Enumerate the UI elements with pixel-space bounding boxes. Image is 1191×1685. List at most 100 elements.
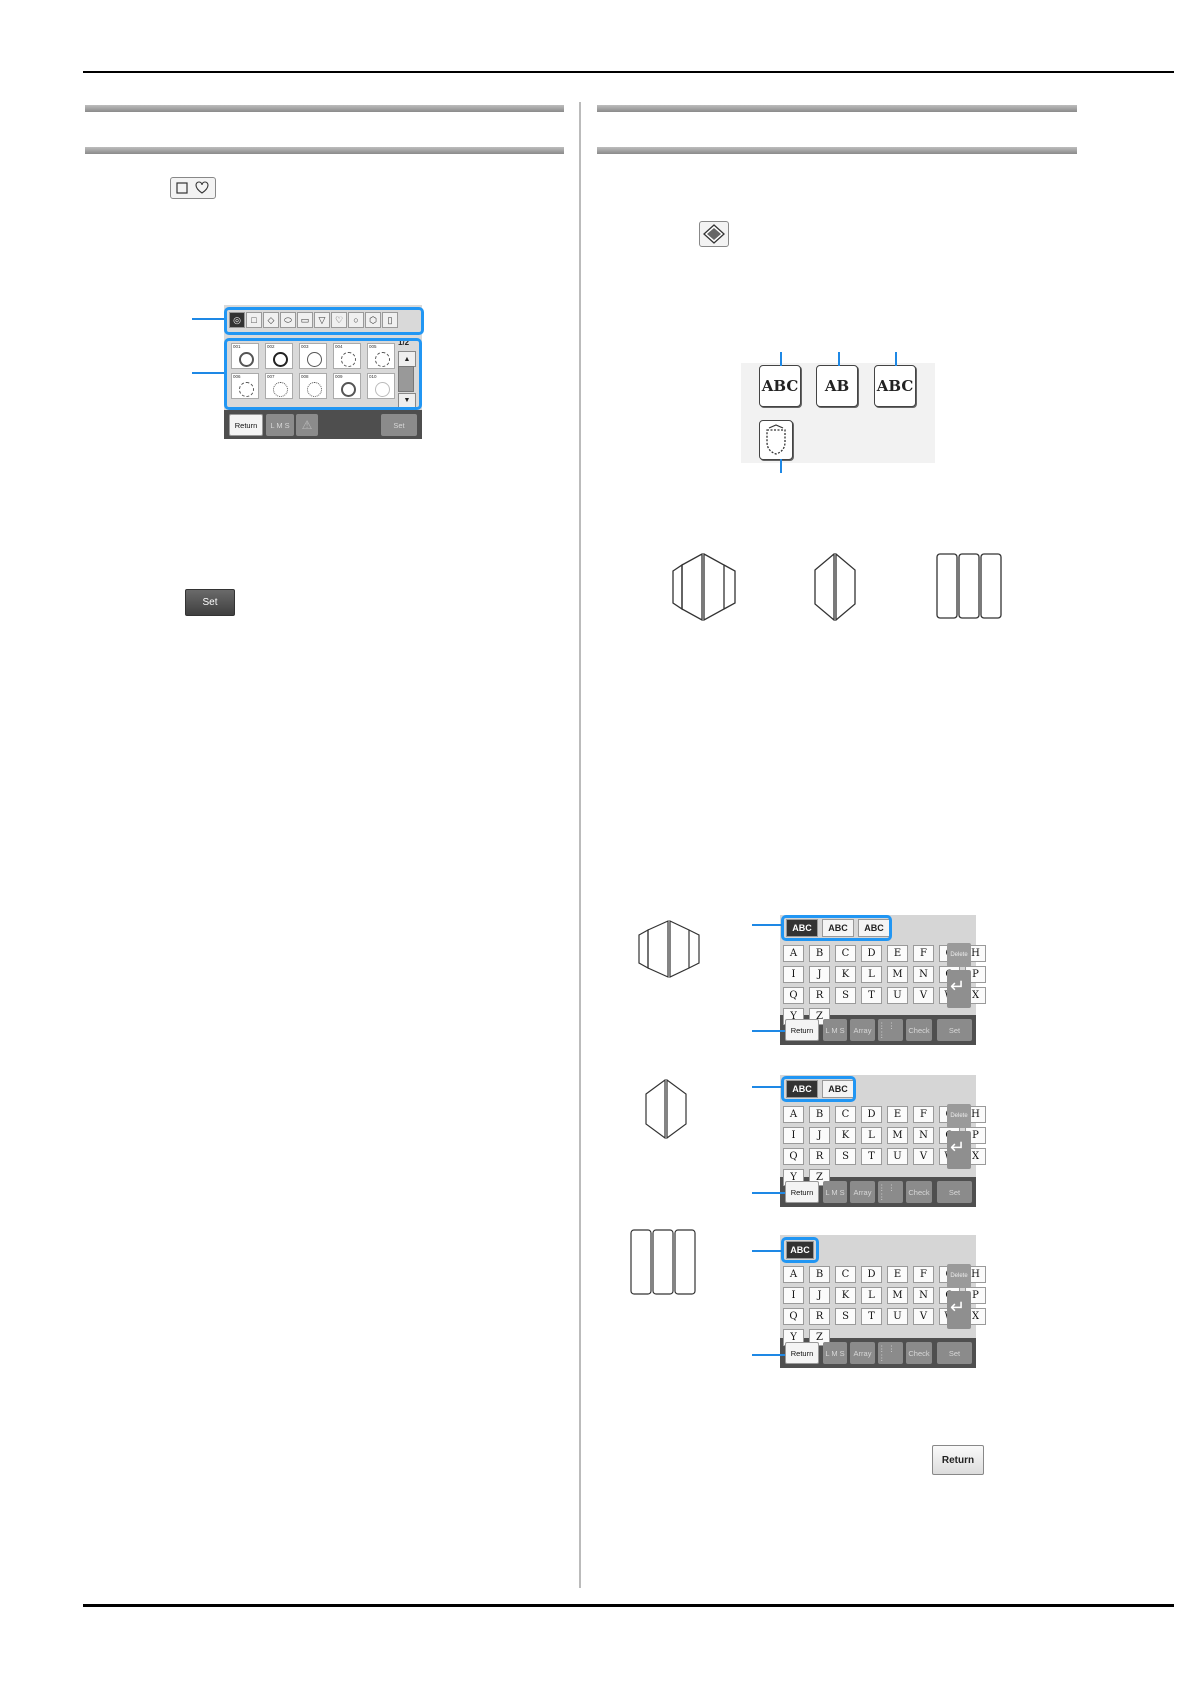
letter-key[interactable]: C: [835, 945, 856, 962]
circle-thin-frame-icon[interactable]: ○: [348, 312, 364, 328]
shield-frame-icon[interactable]: ▽: [314, 312, 330, 328]
letter-key[interactable]: D: [861, 1106, 882, 1123]
frame-tile[interactable]: 002: [265, 343, 293, 369]
letter-key[interactable]: D: [861, 945, 882, 962]
set-key-icon[interactable]: Set: [185, 589, 235, 616]
letter-key[interactable]: S: [835, 987, 856, 1004]
letter-key[interactable]: S: [835, 1148, 856, 1165]
check-button[interactable]: Check: [906, 1019, 932, 1041]
letter-key[interactable]: B: [809, 1106, 830, 1123]
monogram-block-three[interactable]: ABC: [874, 365, 916, 407]
letter-key[interactable]: F: [913, 945, 934, 962]
letter-key[interactable]: A: [783, 1266, 804, 1283]
enter-button[interactable]: ↵: [947, 970, 971, 1008]
letter-key[interactable]: U: [887, 1148, 908, 1165]
return-button[interactable]: Return: [785, 1342, 819, 1364]
monogram-key-icon[interactable]: [699, 221, 729, 247]
letter-key[interactable]: V: [913, 987, 934, 1004]
font-tab[interactable]: ABC: [786, 1241, 814, 1259]
letter-key[interactable]: C: [835, 1106, 856, 1123]
letter-key[interactable]: L: [861, 1127, 882, 1144]
rectangle-frame-icon[interactable]: ▭: [297, 312, 313, 328]
check-button[interactable]: Check: [906, 1342, 932, 1364]
font-tab[interactable]: ABC: [786, 919, 818, 937]
letter-key[interactable]: Q: [783, 1148, 804, 1165]
letter-key[interactable]: V: [913, 1308, 934, 1325]
delete-button[interactable]: Delete: [947, 1264, 971, 1288]
lms-button[interactable]: L M S: [823, 1342, 847, 1364]
letter-key[interactable]: Z: [809, 1329, 830, 1346]
frame-tile[interactable]: 005: [367, 343, 395, 369]
letter-key[interactable]: T: [861, 1308, 882, 1325]
letter-key[interactable]: F: [913, 1106, 934, 1123]
set-button[interactable]: Set: [381, 414, 417, 436]
heart-frame-icon[interactable]: ♡: [331, 312, 347, 328]
letter-key[interactable]: L: [861, 966, 882, 983]
frame-tile[interactable]: 009: [333, 373, 361, 399]
letter-key[interactable]: S: [835, 1308, 856, 1325]
frame-tile[interactable]: 004: [333, 343, 361, 369]
rounded-rect-frame-icon[interactable]: ▯: [382, 312, 398, 328]
monogram-crest-frame[interactable]: [759, 420, 793, 460]
letter-key[interactable]: C: [835, 1266, 856, 1283]
diamond-frame-icon[interactable]: ◇: [263, 312, 279, 328]
letter-key[interactable]: B: [809, 1266, 830, 1283]
letter-key[interactable]: M: [887, 1287, 908, 1304]
font-tab[interactable]: ABC: [822, 1080, 854, 1098]
letter-key[interactable]: L: [861, 1287, 882, 1304]
letter-key[interactable]: I: [783, 966, 804, 983]
letter-key[interactable]: U: [887, 987, 908, 1004]
set-button[interactable]: Set: [937, 1181, 972, 1203]
letter-key[interactable]: E: [887, 1106, 908, 1123]
frame-tile[interactable]: 010: [367, 373, 395, 399]
array-button[interactable]: Array: [850, 1019, 875, 1041]
frame-tile[interactable]: 006: [231, 373, 259, 399]
set-button[interactable]: Set: [937, 1019, 972, 1041]
letter-key[interactable]: U: [887, 1308, 908, 1325]
letter-key[interactable]: F: [913, 1266, 934, 1283]
letter-key[interactable]: K: [835, 966, 856, 983]
check-button[interactable]: Check: [906, 1181, 932, 1203]
letter-key[interactable]: M: [887, 966, 908, 983]
letter-key[interactable]: I: [783, 1127, 804, 1144]
font-tab[interactable]: ABC: [786, 1080, 818, 1098]
enter-button[interactable]: ↵: [947, 1131, 971, 1169]
letter-key[interactable]: R: [809, 1148, 830, 1165]
letter-key[interactable]: T: [861, 987, 882, 1004]
letter-key[interactable]: J: [809, 1127, 830, 1144]
return-button[interactable]: Return: [785, 1019, 819, 1041]
lms-button[interactable]: L M S: [266, 414, 294, 436]
letter-key[interactable]: J: [809, 1287, 830, 1304]
letter-key[interactable]: N: [913, 1127, 934, 1144]
oval-frame-icon[interactable]: ⬭: [280, 312, 296, 328]
letter-key[interactable]: J: [809, 966, 830, 983]
frame-tile[interactable]: 001: [231, 343, 259, 369]
shield-small-frame-icon[interactable]: ⬡: [365, 312, 381, 328]
return-button[interactable]: Return: [229, 414, 263, 436]
frame-shape-key-icon[interactable]: [170, 177, 216, 199]
delete-button[interactable]: Delete: [947, 1104, 971, 1128]
letter-key[interactable]: R: [809, 1308, 830, 1325]
letter-key[interactable]: R: [809, 987, 830, 1004]
letter-key[interactable]: E: [887, 1266, 908, 1283]
lms-button[interactable]: L M S: [823, 1181, 847, 1203]
return-key-icon[interactable]: Return: [932, 1445, 984, 1475]
monogram-diamond-two[interactable]: AB: [816, 365, 858, 407]
font-tab[interactable]: ABC: [822, 919, 854, 937]
spacing-button[interactable]: ⋮ ⋮ ⋮: [878, 1342, 903, 1364]
letter-key[interactable]: V: [913, 1148, 934, 1165]
scrollbar-track[interactable]: [398, 366, 414, 392]
array-button[interactable]: Array: [850, 1181, 875, 1203]
letter-key[interactable]: A: [783, 1106, 804, 1123]
set-button[interactable]: Set: [937, 1342, 972, 1364]
frame-tile[interactable]: 003: [299, 343, 327, 369]
letter-key[interactable]: N: [913, 1287, 934, 1304]
letter-key[interactable]: Q: [783, 1308, 804, 1325]
letter-key[interactable]: E: [887, 945, 908, 962]
circle-frame-icon[interactable]: ◎: [229, 312, 245, 328]
letter-key[interactable]: N: [913, 966, 934, 983]
scroll-down-button[interactable]: ▼: [398, 393, 416, 408]
letter-key[interactable]: K: [835, 1127, 856, 1144]
letter-key[interactable]: Y: [783, 1329, 804, 1346]
letter-key[interactable]: D: [861, 1266, 882, 1283]
